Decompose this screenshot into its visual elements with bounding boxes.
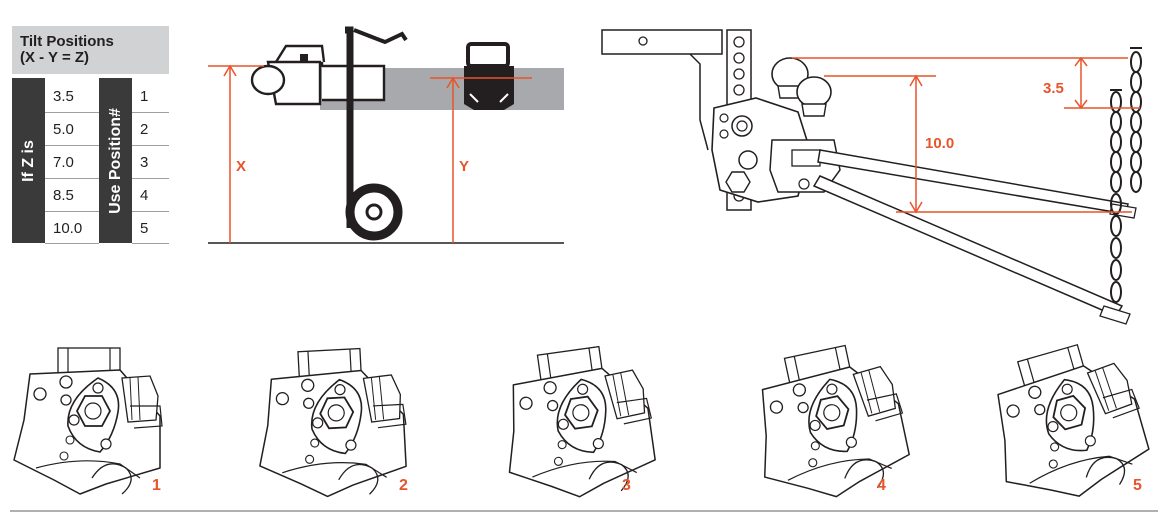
use-position-column: Use Position# (99, 78, 132, 243)
position-number-3: 3 (622, 477, 631, 494)
z-value-cell: 3.5 (53, 87, 74, 105)
x-label: X (236, 158, 247, 175)
table-divider (45, 112, 99, 113)
table-divider (45, 145, 99, 146)
table-divider (45, 178, 99, 179)
tilt-table-formula: (X - Y = Z) (20, 49, 90, 66)
if-z-is-column: If Z is (12, 78, 45, 243)
z-value-cell: 5.0 (53, 120, 74, 138)
table-divider (132, 211, 169, 212)
small-rise-label: 3.5 (1043, 80, 1064, 97)
position-number-4: 4 (877, 477, 886, 494)
weight-distribution-hitch-diagram (601, 29, 1142, 325)
z-value-cell: 10.0 (53, 219, 83, 237)
coupler-measurement-diagram (208, 26, 564, 244)
position-cell: 5 (140, 219, 149, 237)
z-value-cell: 8.5 (53, 186, 74, 204)
tilt-position-1-illustration (13, 347, 163, 495)
position-cell: 3 (140, 153, 149, 171)
position-number-2: 2 (399, 477, 408, 494)
tilt-table-title: Tilt Positions (20, 33, 114, 50)
ball-mount-box (464, 42, 514, 110)
large-rise-label: 10.0 (925, 135, 955, 152)
tilt-table-header: Tilt Positions (X - Y = Z) (12, 26, 169, 74)
position-cell: 2 (140, 120, 149, 138)
table-divider (132, 145, 169, 146)
table-divider (45, 243, 99, 244)
trailer-coupler (250, 44, 386, 106)
tilt-position-4-illustration (740, 335, 918, 512)
tilt-position-illustrations (13, 332, 1159, 516)
tongue-jack (345, 26, 408, 241)
table-divider (132, 178, 169, 179)
tilt-position-5-illustration (974, 332, 1159, 516)
tilt-position-3-illustration (492, 339, 662, 507)
y-label: Y (459, 158, 470, 175)
position-number-1: 1 (152, 477, 161, 494)
table-divider (132, 243, 169, 244)
position-cell: 1 (140, 87, 149, 105)
position-number-5: 5 (1133, 477, 1142, 494)
tilt-position-2-illustration (253, 345, 411, 501)
table-divider (132, 112, 169, 113)
position-cell: 4 (140, 186, 149, 204)
table-divider (45, 211, 99, 212)
z-value-cell: 7.0 (53, 153, 74, 171)
